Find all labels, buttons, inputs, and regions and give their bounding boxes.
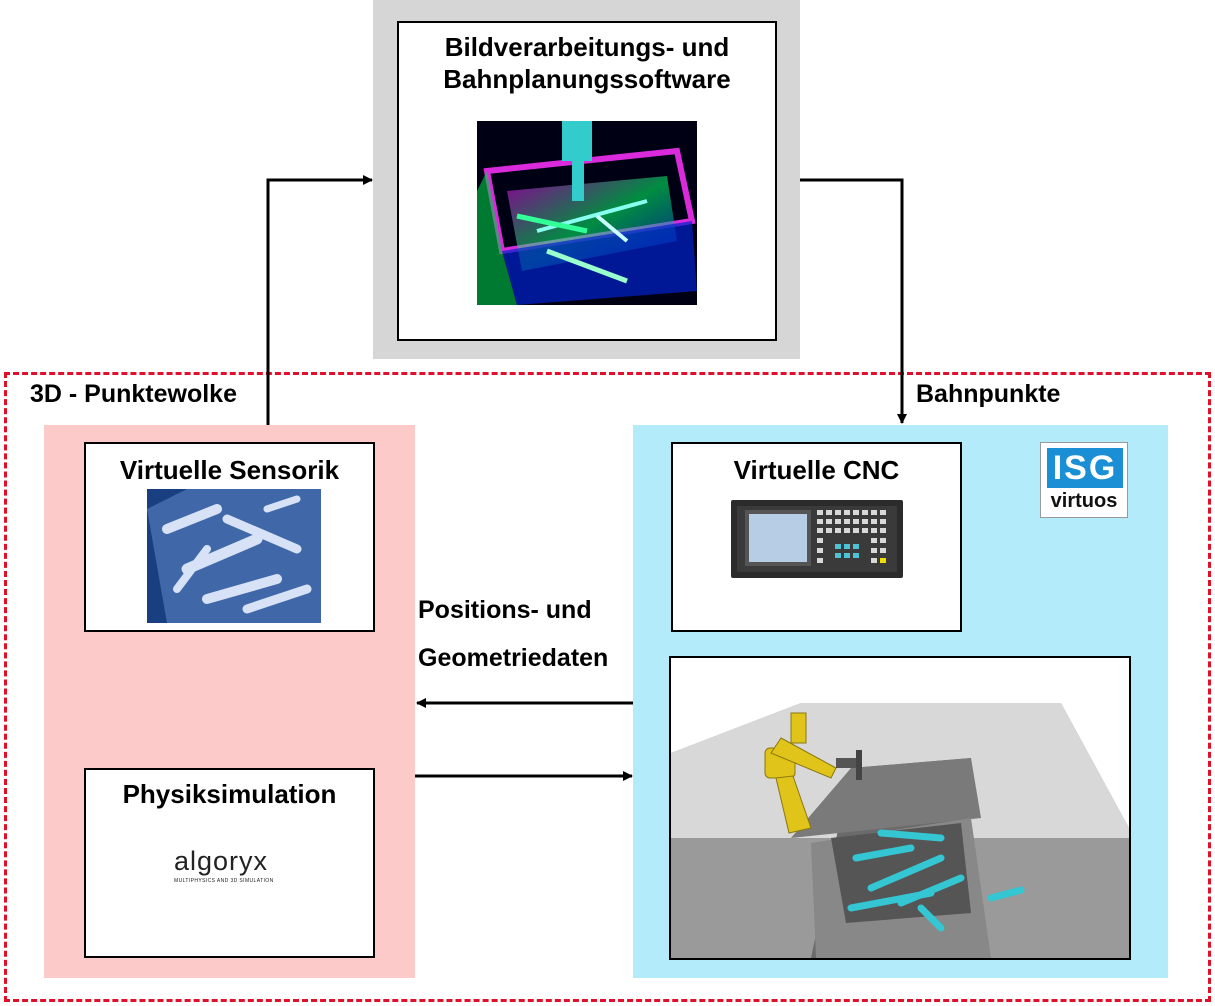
cnc-panel-icon [731, 500, 903, 578]
physics-box: Physiksimulation algoryx MULTIPHYSICS AN… [84, 768, 375, 958]
point-cloud-label: 3D - Punktewolke [30, 380, 237, 408]
top-panel: Bildverarbeitungs- und Bahnplanungssoftw… [373, 0, 800, 359]
sensor-point-cloud-image [147, 489, 321, 623]
software-title-line1: Bildverarbeitungs- und [444, 32, 730, 62]
isg-virtuos-logo: ISG virtuos [1040, 442, 1128, 518]
sensor-title: Virtuelle Sensorik [119, 455, 340, 485]
point-cloud-image [477, 121, 697, 305]
software-title-line2: Bahnplanungssoftware [443, 64, 731, 94]
software-box: Bildverarbeitungs- und Bahnplanungssoftw… [397, 21, 777, 341]
cnc-box: Virtuelle CNC [671, 442, 962, 632]
physics-title: Physiksimulation [122, 779, 337, 809]
algoryx-logo: algoryx [174, 846, 268, 877]
isg-logo-bottom: virtuos [1050, 490, 1118, 512]
position-data-label-line2: Geometriedaten [418, 644, 609, 672]
simulation-region-border [4, 372, 1211, 1002]
robot-scene-box [669, 656, 1131, 960]
isg-logo-top: ISG [1047, 448, 1123, 488]
path-points-label: Bahnpunkte [916, 380, 1061, 408]
algoryx-logo-text: algoryx [174, 846, 269, 876]
position-data-label-line1: Positions- und [418, 596, 592, 624]
robot-scene-image [671, 703, 1129, 958]
sensor-box: Virtuelle Sensorik [84, 442, 375, 632]
algoryx-tagline: MULTIPHYSICS AND 3D SIMULATION [174, 878, 274, 884]
cnc-title: Virtuelle CNC [733, 455, 900, 485]
